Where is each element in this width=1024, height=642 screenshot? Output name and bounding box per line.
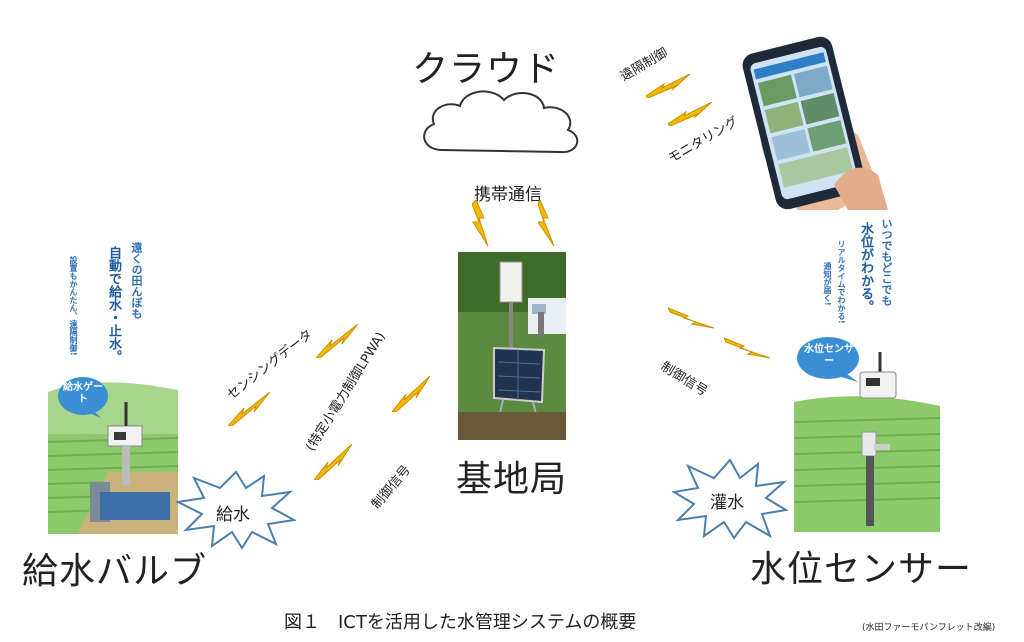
bolt-icon-right-1 (668, 307, 714, 329)
control-signal-right-label: 制御信号 (657, 359, 710, 400)
bolt-icon-cloud-left (472, 200, 489, 246)
valve-catch-line2: 自動で給水・止水。 (106, 246, 121, 363)
sensor-sub1: リアルタイムでわかる! (837, 240, 846, 324)
smartphone-photo (738, 35, 888, 210)
valve-catch-line1: 遠くの田んぼも (130, 242, 143, 319)
valve-title: 給水バルブ (22, 551, 208, 592)
bolt-icon-left-3 (392, 376, 430, 412)
figure-caption: 図１ ICTを活用した水管理システムの概要 (284, 612, 637, 633)
supply-burst (176, 470, 296, 550)
sensor-title: 水位センサー (750, 549, 973, 590)
supply-label: 給水 (216, 505, 250, 525)
sensor-sub2: 通知が届く! (823, 262, 832, 306)
bolt-icon-phone-2 (668, 102, 712, 126)
irrigation-burst (672, 458, 788, 540)
mobile-comm-label: 携帯通信 (474, 185, 542, 205)
sensor-device-icon (859, 352, 897, 399)
base-station-title: 基地局 (456, 459, 568, 500)
control-signal-left-label: 制御信号 (369, 462, 414, 513)
source-note: (水田ファーモパンフレット改編) (862, 623, 996, 633)
valve-badge: 給水ゲート (63, 382, 103, 405)
bolt-icon-left-2 (228, 392, 270, 426)
bolt-icon-cloud-right (538, 200, 555, 246)
sensor-catch-line1: いつでもどこでも (880, 218, 893, 306)
sensor-illustration (794, 392, 940, 532)
sensor-badge: 水位センサー (804, 344, 854, 367)
bolt-icon-left-4 (314, 444, 352, 480)
base-station-photo (458, 252, 566, 440)
sensor-badge-bubble (797, 337, 859, 382)
bolt-icon-left-1 (316, 324, 358, 358)
sensor-catch-line2: 水位がわかる。 (858, 222, 873, 313)
irrigation-label: 灌水 (710, 493, 744, 513)
bolt-icon-right-2 (724, 337, 770, 359)
valve-sub: 設置もかんたん、遠隔制御! (69, 256, 78, 356)
cloud-icon (423, 90, 579, 154)
valve-illustration (48, 372, 178, 534)
cloud-title: クラウド (412, 49, 561, 90)
bolt-icon-phone-1 (646, 74, 690, 98)
valve-badge-bubble (58, 377, 108, 418)
